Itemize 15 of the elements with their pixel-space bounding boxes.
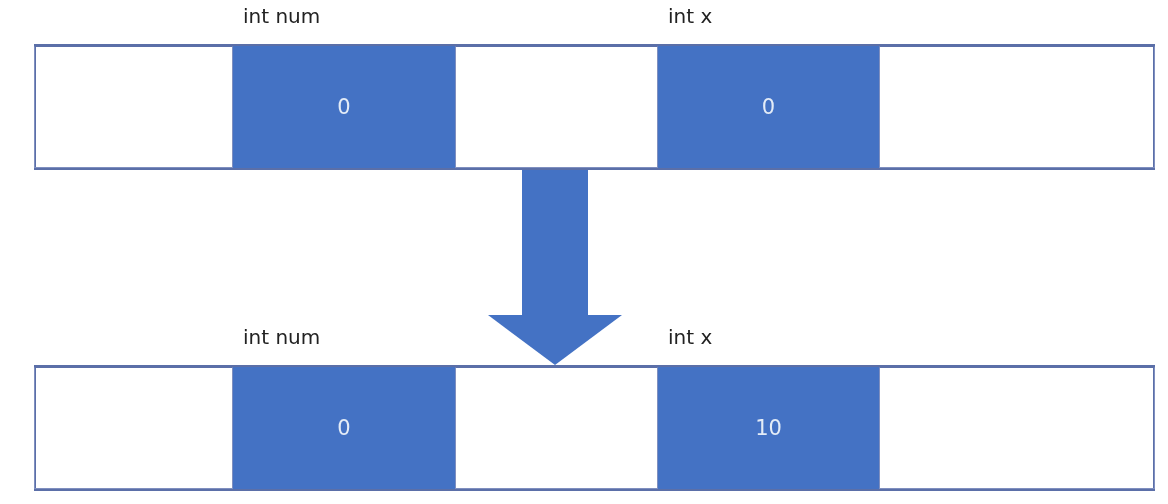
cell-value: 0 [337, 416, 351, 440]
variable-label: int x [668, 325, 713, 349]
memory-cell [34, 46, 233, 168]
variable-label: int num [243, 4, 321, 28]
memory-cell [879, 367, 1155, 489]
memory-cell [455, 46, 658, 168]
memory-cell [34, 367, 233, 489]
cell-value: 0 [761, 95, 776, 119]
down-arrow [488, 170, 622, 365]
variable-label: int x [668, 4, 713, 28]
cell-value: 0 [337, 95, 351, 119]
cell-value: 10 [755, 416, 782, 440]
memory-cell [455, 367, 658, 489]
variable-label: int num [243, 325, 321, 349]
memory-cell [879, 46, 1155, 168]
